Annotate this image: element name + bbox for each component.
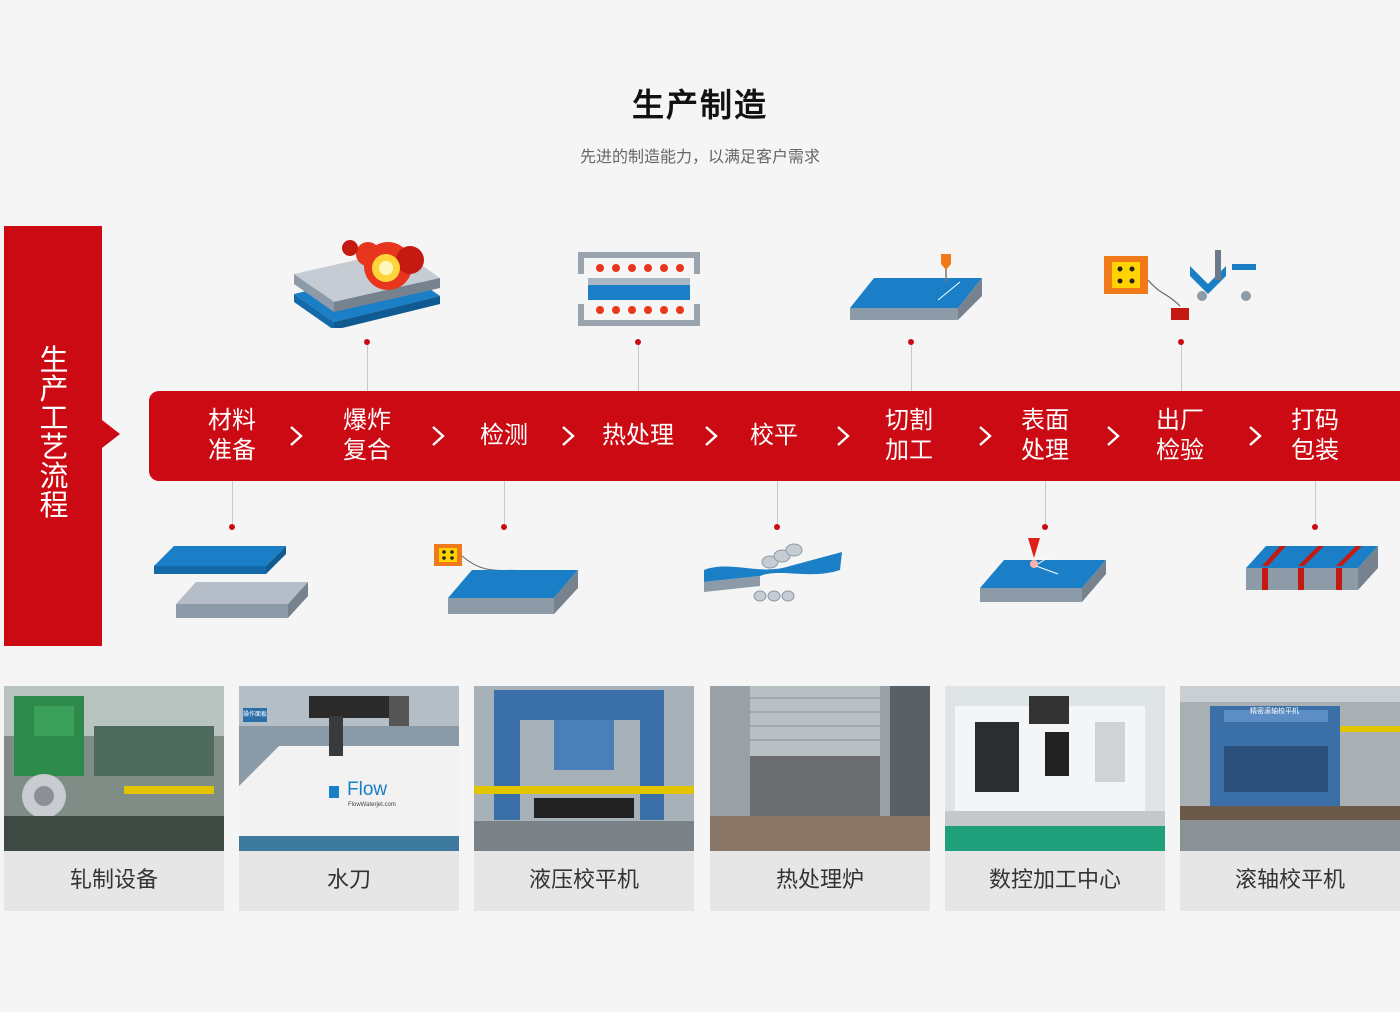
chevron-right-icon	[705, 426, 718, 446]
surface-treatment-illustration	[980, 538, 1106, 602]
connector-dot	[229, 524, 235, 530]
connector-line	[367, 344, 368, 391]
chevron-right-icon	[432, 426, 445, 446]
heat-furnace-photo	[710, 686, 930, 851]
equipment-caption: 滚轴校平机	[1234, 868, 1345, 893]
equipment-card-waterjet: Flow FlowWaterjet.com 操作面板 水刀	[239, 686, 459, 911]
equipment-card-rolling: 轧制设备	[4, 686, 224, 911]
step-heat-treatment: 热处理	[602, 421, 674, 449]
explosive-bonding-illustration	[294, 240, 440, 328]
leveling-illustration	[704, 543, 842, 602]
process-side-label: 生产工艺流程	[39, 343, 69, 522]
chevron-right-icon	[562, 426, 575, 446]
connector-line	[911, 344, 912, 391]
heat-treatment-illustration	[578, 252, 700, 326]
chevron-right-icon	[837, 426, 850, 446]
chevron-right-icon	[290, 426, 303, 446]
process-side-panel	[4, 226, 102, 646]
step-leveling: 校平	[750, 421, 798, 449]
equipment-caption: 轧制设备	[69, 868, 158, 893]
waterjet-brand-logo: Flow	[347, 779, 388, 800]
cnc-center-photo	[945, 686, 1165, 851]
material-prep-illustration	[154, 546, 308, 618]
inspection-illustration	[434, 544, 578, 614]
equipment-card-heat-furnace: 热处理炉	[710, 686, 930, 911]
step-explosive-bonding: 爆炸复合	[343, 406, 391, 464]
step-material-prep: 材料准备	[208, 406, 256, 464]
waterjet-brand-url: FlowWaterjet.com	[348, 802, 396, 808]
side-panel-arrow	[102, 420, 120, 448]
chevron-right-icon	[1107, 426, 1120, 446]
connector-dot	[774, 524, 780, 530]
step-final-inspection: 出厂检验	[1156, 406, 1204, 464]
connector-dot	[364, 339, 370, 345]
step-surface-treatment: 表面处理	[1021, 406, 1069, 464]
connector-line	[504, 481, 505, 525]
connector-line	[232, 481, 233, 525]
equipment-caption: 液压校平机	[528, 868, 639, 893]
connector-line	[638, 344, 639, 391]
connector-line	[1181, 344, 1182, 391]
connector-dot	[1178, 339, 1184, 345]
equipment-caption: 水刀	[326, 868, 371, 893]
equipment-card-roller-leveler: 精密滚轴校平机 滚轴校平机	[1180, 686, 1400, 911]
connector-line	[1045, 481, 1046, 525]
page-subtitle: 先进的制造能力，以满足客户需求	[579, 147, 820, 166]
rolling-equipment-photo	[4, 686, 224, 851]
hydraulic-leveler-photo	[474, 686, 694, 851]
equipment-card-hydraulic-leveler: 液压校平机	[474, 686, 694, 911]
connector-dot	[1042, 524, 1048, 530]
connector-dot	[908, 339, 914, 345]
waterjet-panel-label: 操作面板	[243, 711, 268, 718]
connector-line	[1315, 481, 1316, 525]
cutting-illustration	[850, 254, 982, 320]
step-cutting: 切割加工	[885, 406, 933, 464]
step-inspection: 检测	[480, 421, 528, 449]
packing-illustration	[1246, 546, 1378, 590]
roller-leveler-banner: 精密滚轴校平机	[1250, 707, 1299, 715]
process-flow-bar	[149, 391, 1400, 481]
roller-leveler-photo	[1180, 686, 1400, 851]
waterjet-photo	[239, 686, 459, 851]
step-marking-packing: 打码包装	[1291, 406, 1339, 464]
equipment-caption: 热处理炉	[775, 868, 864, 893]
connector-dot	[635, 339, 641, 345]
final-inspection-illustration	[1104, 250, 1256, 320]
connector-dot	[1312, 524, 1318, 530]
connector-line	[777, 481, 778, 525]
chevron-right-icon	[1249, 426, 1262, 446]
equipment-caption: 数控加工中心	[988, 868, 1121, 893]
page-title: 生产制造	[631, 86, 768, 124]
equipment-card-cnc: 数控加工中心	[945, 686, 1165, 911]
chevron-right-icon	[979, 426, 992, 446]
connector-dot	[501, 524, 507, 530]
